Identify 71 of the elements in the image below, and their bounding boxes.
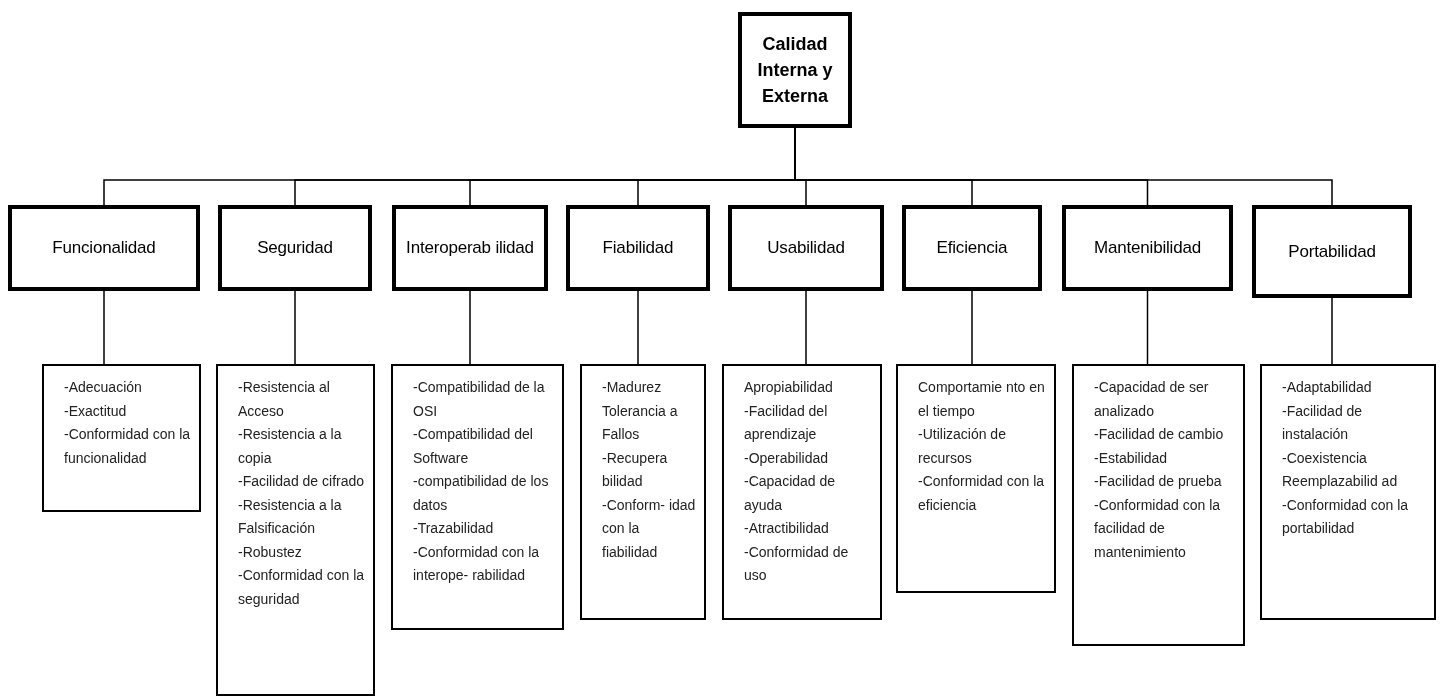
root-box (738, 12, 852, 128)
connector-line (1331, 297, 1333, 365)
subcharacteristics-box (722, 364, 882, 620)
category-title: Mantenibilidad (1094, 237, 1201, 259)
subcharacteristic-text: -Conformidad con la funcionalidad (64, 425, 192, 468)
subcharacteristic-text: -Resistencia a la copia (238, 425, 343, 468)
subcharacteristic-text: -Recupera bilidad (602, 448, 669, 491)
connector-line (294, 290, 296, 365)
subcharacteristic-text: -Atractibilidad (744, 519, 830, 538)
subcharacteristic-text: -Conformidad de uso (744, 542, 850, 585)
category-box (902, 205, 1042, 291)
subcharacteristic-text: -Exactitud (64, 401, 128, 421)
subcharacteristics-box (580, 364, 706, 620)
subcharacteristics-box (391, 364, 564, 630)
subcharacteristic-text: -Robustez (238, 542, 303, 562)
category-box (8, 205, 200, 291)
category-title: Fiabilidad (602, 237, 674, 259)
root-title: Calidad Interna y Externa (756, 33, 834, 108)
subcharacteristic-text: -Facilidad del aprendizaje (744, 401, 829, 444)
category-box (392, 205, 548, 291)
subcharacteristic-text: -Facilidad de prueba (1094, 472, 1223, 491)
subcharacteristic-text: -Adaptabilidad (1282, 378, 1373, 397)
category-title: Seguridad (257, 237, 333, 259)
category-title: Interoperab ilidad (406, 237, 534, 259)
subcharacteristic-text: -Capacidad de ser analizado (1094, 378, 1210, 421)
subcharacteristic-text: -Resistencia a la Falsificación (238, 495, 343, 538)
category-title: Portabilidad (1288, 240, 1376, 263)
category-title: Usabilidad (767, 237, 845, 259)
subcharacteristic-text: -Resistencia al Acceso (238, 378, 331, 421)
category-box (728, 205, 884, 291)
connector-line (103, 290, 105, 365)
subcharacteristic-text: -Trazabilidad (413, 519, 495, 538)
subcharacteristic-text: -Operabilidad (744, 448, 830, 468)
subcharacteristics-box (1072, 364, 1245, 646)
connector-line (469, 290, 471, 365)
category-box (1062, 205, 1233, 291)
subcharacteristic-text: -Capacidad de ayuda (744, 472, 837, 515)
subcharacteristics-box (42, 364, 201, 512)
subcharacteristic-text: -Conform- idad con la fiabilidad (602, 495, 697, 562)
subcharacteristic-text: -Conformidad con la facilidad de mantenimiento (1094, 495, 1222, 562)
subcharacteristic-text: Apropiabilidad (744, 378, 834, 397)
category-box (218, 205, 372, 291)
connector-line (971, 290, 973, 365)
subcharacteristic-text: -Conformidad con la interope- rabilidad (413, 542, 541, 585)
subcharacteristic-text: -Conformidad con la eficiencia (918, 472, 1046, 515)
subcharacteristic-text: -Utilización de recursos (918, 425, 1007, 468)
category-box (1252, 205, 1412, 298)
subcharacteristic-text: Tolerancia a Fallos (602, 401, 679, 444)
subcharacteristic-text: -Facilidad de instalación (1282, 401, 1364, 444)
subcharacteristic-text: Comportamie nto en el tiempo (918, 378, 1046, 421)
category-title: Eficiencia (936, 237, 1008, 259)
subcharacteristic-text: -Conformidad con la seguridad (238, 566, 366, 609)
subcharacteristics-box (216, 364, 375, 696)
subcharacteristic-text: -Facilidad de cifrado (238, 472, 366, 491)
connector-line (1146, 290, 1149, 365)
subcharacteristic-text: -Adecuación (64, 378, 143, 397)
subcharacteristics-box (896, 364, 1056, 593)
subcharacteristic-text: -Compatibilidad de la OSI (413, 378, 546, 421)
connector-line (637, 290, 639, 365)
subcharacteristic-text: -Compatibilidad del Software (413, 425, 534, 468)
subcharacteristic-text: -Coexistencia (1282, 448, 1368, 468)
subcharacteristic-text: -Conformidad con la portabilidad (1282, 495, 1410, 538)
subcharacteristic-text: -compatibilidad de los datos (413, 472, 550, 515)
category-title: Funcionalidad (52, 237, 156, 259)
subcharacteristics-box (1260, 364, 1436, 620)
subcharacteristic-text: Reemplazabilid ad (1282, 472, 1399, 491)
category-box (566, 205, 710, 291)
subcharacteristic-text: -Facilidad de cambio (1094, 425, 1225, 444)
subcharacteristic-text: -Madurez (602, 378, 663, 397)
connector-line (805, 290, 807, 365)
subcharacteristic-text: -Estabilidad (1094, 448, 1169, 468)
